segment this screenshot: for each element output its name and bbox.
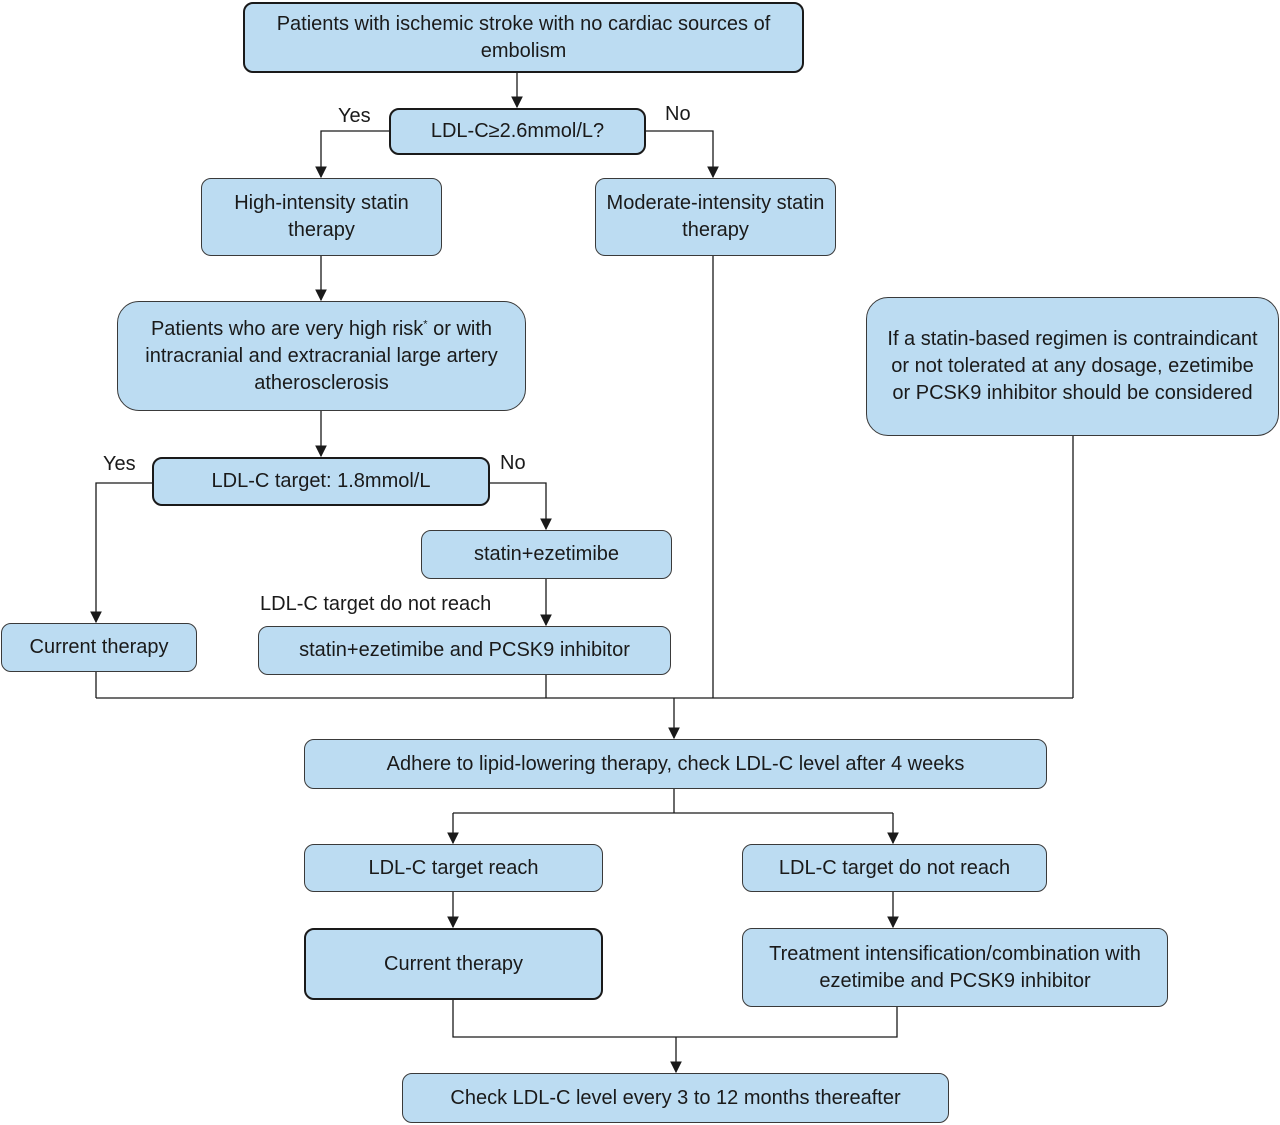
node-very-high-risk-text: Patients who are very high risk* or with… bbox=[132, 316, 511, 397]
label-not-reach: LDL-C target do not reach bbox=[260, 593, 492, 615]
node-check-level-text: Check LDL-C level every 3 to 12 months t… bbox=[450, 1086, 901, 1109]
node-very-high-risk: Patients who are very high risk* or with… bbox=[117, 301, 526, 411]
node-target-not-reach: LDL-C target do not reach bbox=[742, 844, 1047, 892]
node-ldl-question: LDL-C≥2.6mmol/L? bbox=[389, 108, 646, 155]
node-intensification-text: Treatment intensification/combination wi… bbox=[769, 942, 1141, 992]
node-intensification: Treatment intensification/combination wi… bbox=[742, 928, 1168, 1007]
node-start: Patients with ischemic stroke with no ca… bbox=[243, 2, 804, 73]
label-q1-yes: Yes bbox=[338, 105, 371, 127]
node-moderate-intensity-text: Moderate-intensity statin therapy bbox=[606, 192, 825, 241]
node-current-therapy-bottom-text: Current therapy bbox=[384, 952, 523, 975]
node-target-reach-text: LDL-C target reach bbox=[368, 856, 539, 879]
node-ldl-target: LDL-C target: 1.8mmol/L bbox=[152, 457, 490, 506]
edge-adhere-split bbox=[453, 789, 893, 814]
node-current-therapy-left-text: Current therapy bbox=[29, 636, 169, 658]
node-intolerance-note-text: If a statin-based regimen is contraindic… bbox=[887, 328, 1258, 404]
node-moderate-intensity: Moderate-intensity statin therapy bbox=[595, 178, 836, 256]
edge-question-yes bbox=[315, 130, 389, 179]
label-q2-no: No bbox=[500, 452, 526, 474]
very-high-risk-text-part2: or with intracranial and extracranial la… bbox=[145, 317, 498, 394]
node-target-reach: LDL-C target reach bbox=[304, 844, 603, 892]
node-ldl-target-text: LDL-C target: 1.8mmol/L bbox=[211, 470, 431, 492]
node-ldl-question-text: LDL-C≥2.6mmol/L? bbox=[430, 120, 605, 142]
node-statin-ezetimibe: statin+ezetimibe bbox=[421, 530, 672, 579]
node-statin-ezetimibe-pcsk9: statin+ezetimibe and PCSK9 inhibitor bbox=[258, 626, 671, 675]
node-adhere-text: Adhere to lipid-lowering therapy, check … bbox=[386, 752, 965, 775]
edge-question-no bbox=[646, 130, 719, 179]
label-q2-yes: Yes bbox=[103, 453, 136, 475]
node-intolerance-note: If a statin-based regimen is contraindic… bbox=[866, 297, 1279, 436]
node-start-text: Patients with ischemic stroke with no ca… bbox=[276, 12, 771, 62]
node-current-therapy-left: Current therapy bbox=[1, 623, 197, 672]
node-current-therapy-bottom: Current therapy bbox=[304, 928, 603, 1000]
node-statin-ezetimibe-pcsk9-text: statin+ezetimibe and PCSK9 inhibitor bbox=[299, 639, 630, 661]
node-high-intensity: High-intensity statin therapy bbox=[201, 178, 442, 256]
node-target-not-reach-text: LDL-C target do not reach bbox=[778, 856, 1011, 879]
node-high-intensity-text: High-intensity statin therapy bbox=[234, 192, 409, 241]
very-high-risk-footnote-mark: * bbox=[423, 317, 428, 330]
node-check-level: Check LDL-C level every 3 to 12 months t… bbox=[402, 1073, 949, 1123]
node-statin-ezetimibe-text: statin+ezetimibe bbox=[473, 543, 620, 565]
merge-line-bottom bbox=[452, 1000, 898, 1038]
edge-target-yes bbox=[90, 482, 152, 624]
node-adhere: Adhere to lipid-lowering therapy, check … bbox=[304, 739, 1047, 789]
label-q1-no: No bbox=[665, 103, 691, 125]
very-high-risk-text-part1: Patients who are very high risk bbox=[150, 317, 424, 340]
edge-target-no bbox=[490, 482, 552, 531]
